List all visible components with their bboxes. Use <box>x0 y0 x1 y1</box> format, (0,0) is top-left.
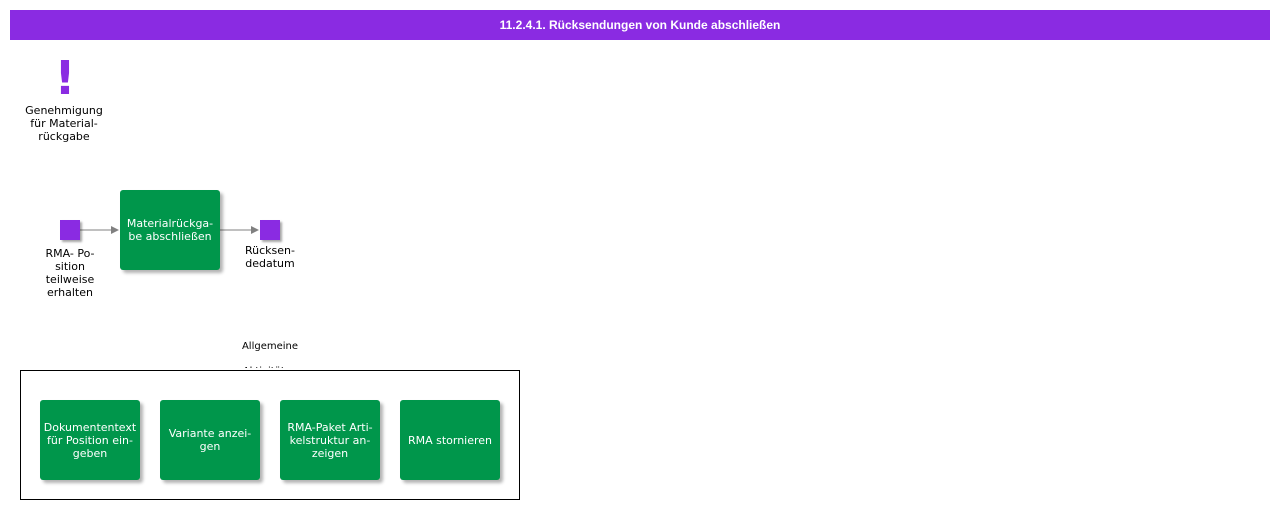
function-materialrueckgabe[interactable]: Materialrückga- be abschließen <box>120 190 220 270</box>
function-dokumententext[interactable]: Dokumententext für Position ein- geben <box>40 400 140 480</box>
group-label: Allgemeine Aktivitäten <box>241 341 299 368</box>
end-event-shape[interactable] <box>260 220 280 240</box>
function-rma-paket[interactable]: RMA-Paket Arti- kelstruktur an- zeigen <box>280 400 380 480</box>
start-event-label: RMA- Po- sition teilweise erhalten <box>45 247 95 299</box>
diagram-title: 11.2.4.1. Rücksendungen von Kunde abschl… <box>499 18 781 32</box>
function-rma-stornieren[interactable]: RMA stornieren <box>400 400 500 480</box>
end-event-label: Rücksen- dedatum <box>245 244 295 270</box>
annotation-label: Genehmigung für Material- rückgabe <box>25 104 103 143</box>
start-event-shape[interactable] <box>60 220 80 240</box>
exclamation-icon: ! <box>54 51 76 105</box>
function-variante-anzeigen[interactable]: Variante anzei- gen <box>160 400 260 480</box>
general-activities-group <box>20 370 520 500</box>
diagram-title-bar: 11.2.4.1. Rücksendungen von Kunde abschl… <box>10 10 1270 40</box>
